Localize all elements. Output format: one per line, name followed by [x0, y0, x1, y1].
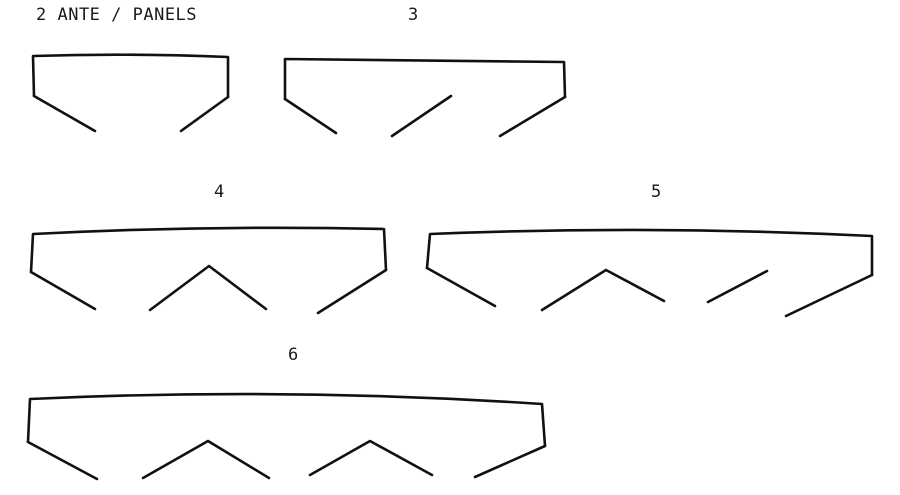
angled-panel: [784, 273, 874, 318]
diagram-title: 2 ANTE / PANELS: [36, 5, 198, 25]
sketch-2-panels: [31, 53, 230, 133]
peak-panel: [141, 439, 271, 480]
label-6-panels: 6: [288, 345, 299, 365]
top-bracket: [283, 57, 567, 101]
top-bracket: [29, 226, 388, 274]
angled-panel: [473, 444, 547, 479]
sketch-4-panels: [29, 226, 388, 315]
angled-panel: [316, 268, 388, 315]
top-bracket: [31, 53, 230, 99]
angled-panel: [283, 97, 338, 135]
angled-panel: [179, 95, 230, 133]
angled-panel: [26, 440, 99, 481]
angled-panel: [425, 266, 497, 308]
peak-panel: [540, 268, 666, 312]
label-4-panels: 4: [214, 182, 225, 202]
label-5-panels: 5: [651, 182, 662, 202]
label-3-panels: 3: [408, 5, 419, 25]
angled-panel: [32, 94, 97, 133]
top-bracket: [425, 228, 874, 277]
angled-panel: [706, 269, 769, 304]
sketch-5-panels: [425, 228, 874, 318]
angled-panel: [390, 94, 453, 138]
top-bracket: [26, 392, 547, 448]
angled-panel: [498, 95, 567, 138]
angled-panel: [29, 270, 97, 311]
sketch-6-panels: [26, 392, 547, 481]
sketch-3-panels: [283, 57, 567, 138]
peak-panel: [148, 264, 268, 312]
peak-panel: [308, 439, 434, 477]
